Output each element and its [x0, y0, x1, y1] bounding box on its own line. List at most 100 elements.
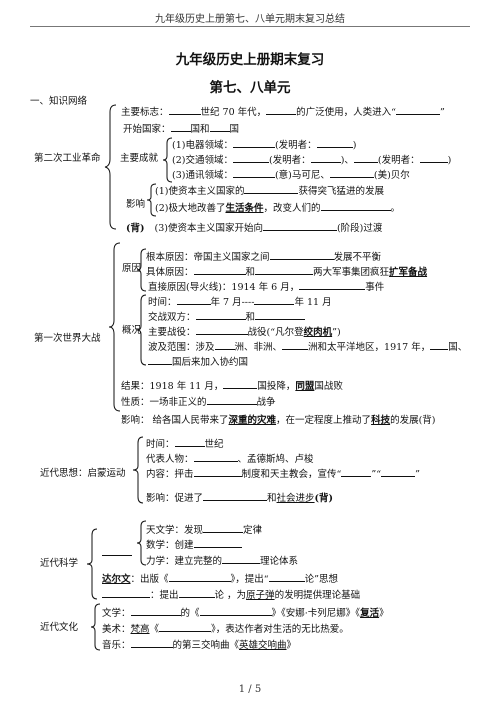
sci-newton-brace	[136, 520, 147, 566]
ir2-start-row: 开始国家：国和国	[123, 121, 239, 136]
sci-label: 近代科学	[40, 558, 79, 569]
ww1-gen-label: 概况	[122, 325, 142, 336]
ww1-gen-2: 交战双方：和	[148, 309, 306, 324]
text: 》，提出“	[230, 574, 269, 585]
blank	[310, 152, 341, 163]
blank	[209, 121, 230, 132]
text: 理论体系	[260, 556, 299, 567]
page-header: 九年级历史上册第七、八单元期末复习总结	[155, 14, 345, 25]
enl-4: 影响：促进了和社会进步(背)	[146, 490, 333, 505]
text: )	[352, 140, 357, 151]
enl-brace	[132, 436, 144, 504]
ir2-achv-2: (2)交通领域：(发明者：)、(发明者：)	[172, 152, 451, 167]
blank	[232, 167, 275, 178]
section-heading: 一、知识网络	[30, 96, 88, 107]
ir2-imp-3: (背)(3)使资本主义国家开始向(阶段)过渡	[126, 220, 382, 235]
blank	[203, 490, 268, 501]
text: 国后来加入协约国	[172, 357, 249, 368]
text: 国	[229, 124, 240, 135]
text: 、孟德斯鸠、卢梭	[237, 454, 314, 465]
text: 的发明提供理论基础	[274, 590, 361, 601]
ww1-gen-5: 国后来加入协约国	[148, 354, 248, 369]
blank	[299, 279, 366, 290]
recite-mark: (背)	[314, 493, 334, 504]
text: ”)	[332, 327, 341, 338]
emphasis: 梵高	[130, 624, 150, 635]
blank	[195, 309, 246, 320]
text: 论”思想	[304, 574, 338, 585]
emphasis: 深重的灾难	[228, 415, 277, 426]
text: 波及范围：涉及	[148, 342, 215, 353]
blank	[193, 451, 238, 462]
text: ”	[415, 469, 420, 480]
text: 两大军事集团疯狂	[313, 267, 390, 278]
text: ”	[440, 107, 445, 118]
text: 发展不平衡	[333, 252, 382, 263]
text: 制度和天主教会，宣传“	[241, 469, 342, 480]
cul-3: 音乐：的第三交响曲《英雄交响曲》	[102, 637, 296, 652]
page-subtitle: 第七、八单元	[209, 80, 291, 96]
emphasis: 原子弹	[246, 590, 275, 601]
ir2-imp-1: (1)使资本主义国家的获得突飞猛进的发展	[155, 183, 384, 198]
text: 》	[379, 608, 389, 619]
ww1-cause-brace	[136, 248, 147, 292]
header-rule	[30, 26, 470, 27]
text: ：出版《	[130, 574, 169, 585]
text: 影响： 给各国人民带来了	[121, 415, 229, 426]
blank	[244, 183, 299, 194]
ir2-imp-label: 影响	[126, 199, 146, 210]
blank	[168, 104, 201, 115]
text: 国、	[448, 342, 468, 353]
text: 获得突飞猛进的发展	[298, 186, 384, 197]
text: 洲、非洲、	[234, 342, 283, 353]
blank	[316, 137, 353, 148]
text: 代表人物：	[146, 454, 194, 465]
enl-label: 近代思想：启蒙运动	[40, 468, 126, 479]
ir2-achv-1: (1)电器领域：(发明者：)	[172, 137, 356, 152]
sci-5: ：提出论 ，为原子弹的发明提供理论基础	[102, 587, 360, 602]
text: 的《	[180, 608, 200, 619]
blank	[193, 537, 242, 548]
ww1-gen-4: 波及范围：涉及 洲、非洲、 洲和太平洋地区，1917 年， 国、	[148, 339, 467, 354]
text: 战争	[256, 397, 276, 408]
text: 具体原因：	[146, 267, 194, 278]
blank	[222, 553, 261, 564]
ww1-cause-label: 原因	[122, 263, 142, 274]
emphasis: 英雄交响曲	[239, 640, 287, 651]
blank	[130, 637, 173, 648]
text: 根本原因：帝国主义国家之间	[146, 252, 270, 263]
blank	[381, 466, 416, 477]
blank	[353, 152, 378, 163]
ir2-sign-row: 主要标志：世纪 70 年代，的广泛使用，人类进入“”	[121, 104, 445, 119]
ir2-brace	[104, 104, 117, 230]
blank	[170, 121, 191, 132]
text: (美)贝尔	[373, 170, 410, 181]
text: (发明者：	[377, 155, 420, 166]
blank	[396, 104, 441, 115]
ww1-influence: 影响： 给各国人民带来了深重的灾难，在一定程度上推动了科技的发展(背)	[121, 414, 436, 427]
text: 的发展(背)	[390, 415, 436, 426]
ir2-achv-label: 主要成就	[120, 153, 159, 164]
page-number: 1 / 5	[238, 684, 262, 695]
text: 影响：促进了	[146, 493, 204, 504]
emphasis: 科技	[371, 415, 391, 426]
blank	[282, 339, 309, 350]
text: 天文学：发现	[146, 525, 204, 536]
emphasis: 社会进步	[276, 493, 315, 504]
text: (2)交通领域：	[172, 155, 233, 166]
text: 主要战役：	[148, 327, 196, 338]
blank	[268, 571, 305, 582]
text: 内容：抨击	[146, 469, 194, 480]
ww1-cause-1: 根本原因：帝国主义国家之间 发展不平衡	[146, 249, 381, 264]
text: 和	[245, 267, 256, 278]
blank	[341, 466, 372, 477]
text: 定律	[243, 525, 263, 536]
text: (3)使资本主义国家开始向	[154, 223, 263, 234]
text: 洲和太平洋地区，1917 年，	[308, 342, 431, 353]
text: 数学：创建	[146, 540, 194, 551]
text: 。	[390, 203, 401, 214]
text: 时间：	[148, 297, 177, 308]
blank	[178, 587, 215, 598]
ww1-brace	[108, 242, 121, 412]
emphasis: 生活条件	[225, 203, 264, 214]
